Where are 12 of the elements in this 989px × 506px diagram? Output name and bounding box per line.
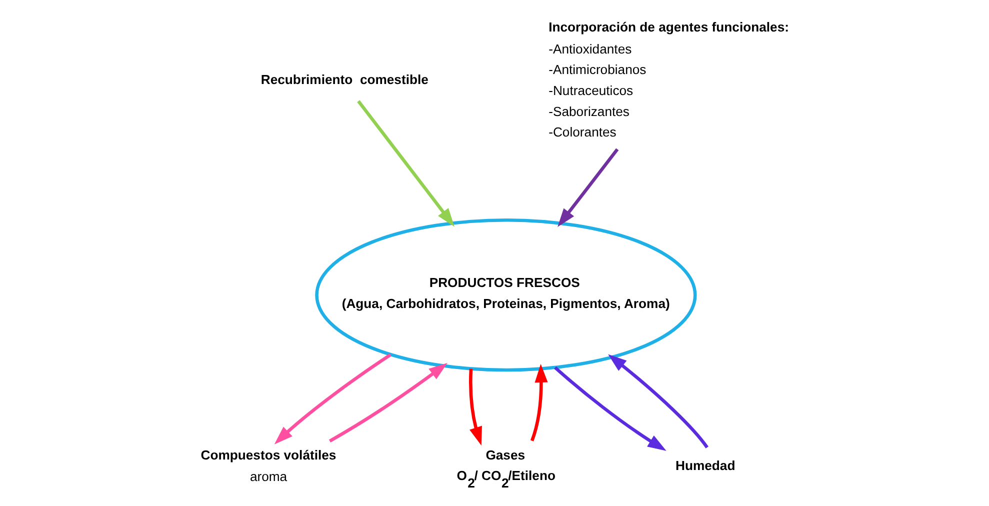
arrow [356, 100, 454, 226]
node-text: Recubrimiento comestible [260, 72, 428, 87]
arrow [557, 148, 618, 226]
arrow [530, 363, 548, 441]
arrow [554, 366, 666, 450]
node-text: Incorporación de agentes funcionales: -Antioxidantes -Antimicrobianos -Nutraceuticos -Saborizantes -Colorantes [548, 19, 788, 140]
arrow [274, 352, 391, 444]
node-text: Humedad [675, 458, 735, 473]
arrow [608, 354, 708, 448]
arrow [328, 362, 447, 442]
node-text: Compuestos volátiles aroma [200, 446, 336, 484]
arrow [468, 368, 482, 445]
